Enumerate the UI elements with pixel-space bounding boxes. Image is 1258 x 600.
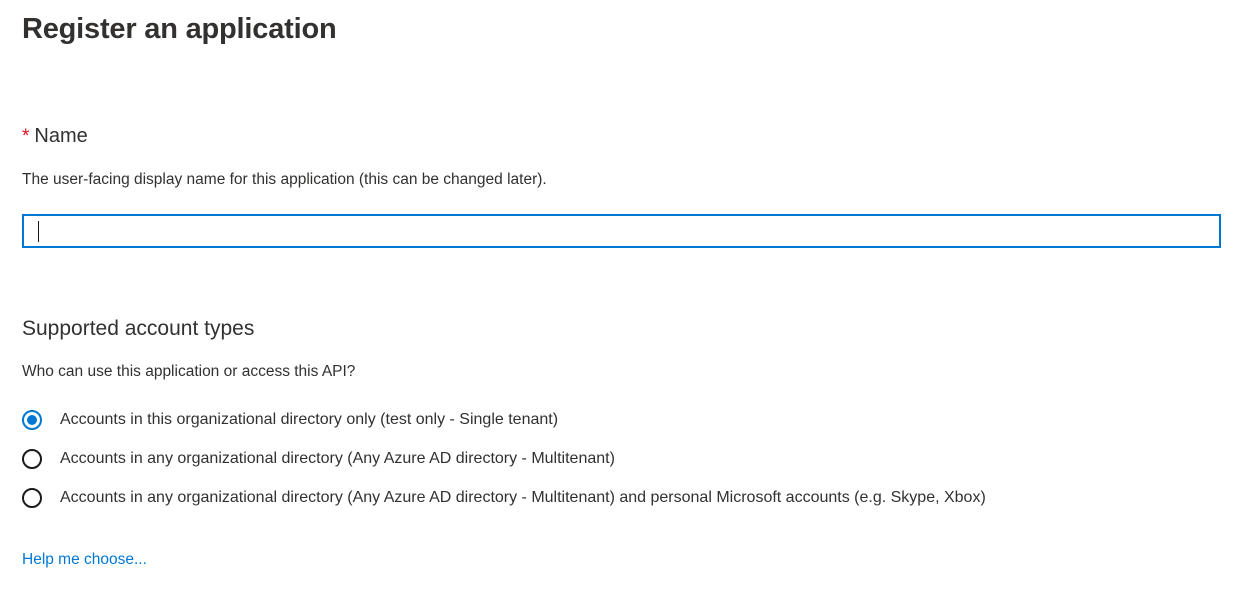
radio-option-label: Accounts in any organizational directory…	[60, 450, 615, 467]
radio-option-multitenant[interactable]: Accounts in any organizational directory…	[22, 443, 1232, 475]
name-input-container[interactable]	[22, 214, 1221, 248]
supported-account-types-radio-group: Accounts in this organizational director…	[22, 404, 1232, 521]
radio-option-multitenant-and-personal[interactable]: Accounts in any organizational directory…	[22, 482, 1232, 514]
page-title: Register an application	[22, 13, 337, 45]
name-input[interactable]	[24, 216, 1219, 246]
name-field-label: *Name	[22, 122, 88, 151]
help-me-choose-link[interactable]: Help me choose...	[22, 551, 147, 568]
required-asterisk-icon: *	[22, 126, 30, 147]
radio-selected-icon[interactable]	[22, 410, 42, 430]
supported-account-types-heading: Supported account types	[22, 317, 255, 340]
radio-option-single-tenant[interactable]: Accounts in this organizational director…	[22, 404, 1232, 436]
radio-unselected-icon[interactable]	[22, 449, 42, 469]
radio-unselected-icon[interactable]	[22, 488, 42, 508]
text-caret	[38, 221, 39, 242]
name-field-description: The user-facing display name for this ap…	[22, 171, 547, 188]
supported-account-types-description: Who can use this application or access t…	[22, 363, 356, 380]
radio-option-label: Accounts in any organizational directory…	[60, 489, 986, 506]
name-label-text: Name	[34, 125, 88, 147]
radio-option-label: Accounts in this organizational director…	[60, 411, 559, 428]
